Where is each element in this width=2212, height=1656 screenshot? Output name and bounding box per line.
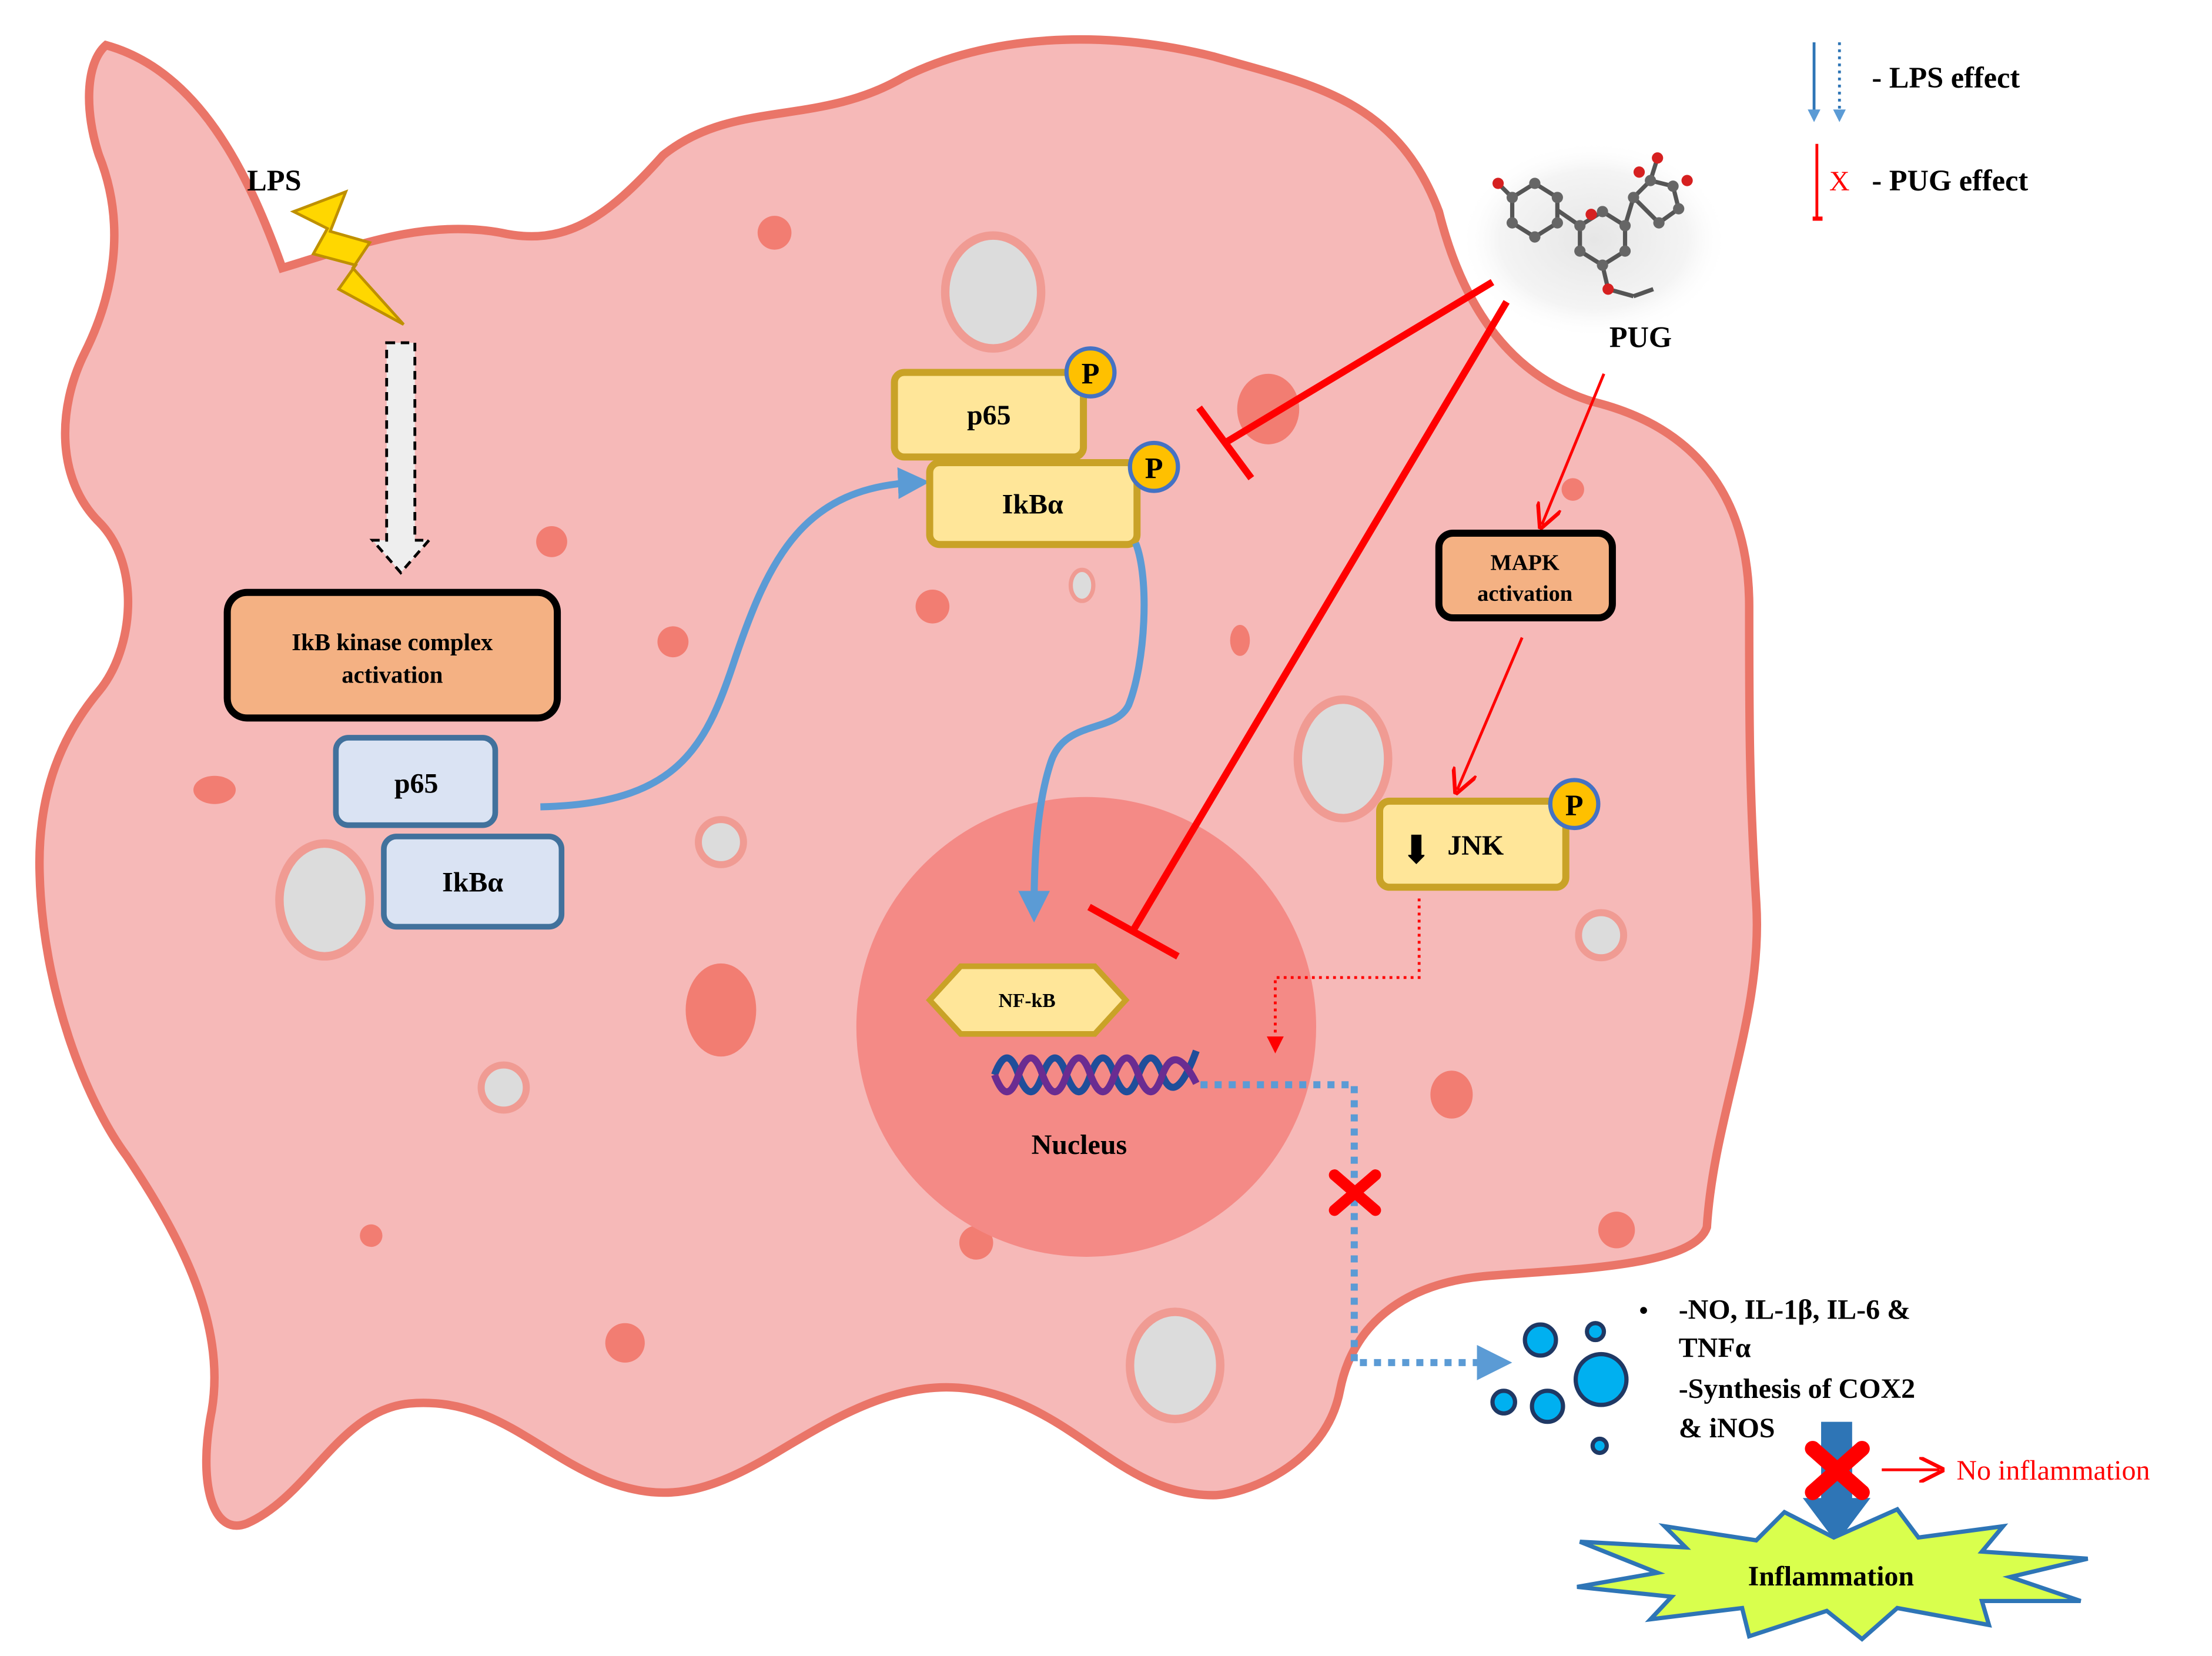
phospho-ikba-label: P xyxy=(1145,451,1163,484)
cytokine-bullet: • xyxy=(1639,1297,1648,1325)
translocation-arrow xyxy=(540,467,930,811)
mapk-line2: activation xyxy=(1477,581,1572,606)
mapk-line1: MAPK xyxy=(1491,550,1560,575)
dna-helix-icon xyxy=(991,1049,1200,1095)
mapk-box xyxy=(1435,530,1616,621)
phospho-ikba-icon xyxy=(1127,440,1180,493)
cytokine-release-arrow xyxy=(1200,1081,1512,1380)
synthesis-line2: & iNOS xyxy=(1679,1413,1775,1444)
inflammation-label: Inflammation xyxy=(1748,1561,1915,1592)
legend-lps-label: - LPS effect xyxy=(1872,61,2020,94)
p65-phosphorylated-box xyxy=(891,369,1087,461)
pug-inhibition-lines xyxy=(1087,279,1510,960)
inflammation-arrow xyxy=(1802,1421,1871,1544)
blocked-x-icon xyxy=(1328,1169,1381,1216)
cell-membrane xyxy=(35,35,1761,1530)
jnk-down-arrow-icon: ⬇ xyxy=(1400,828,1433,872)
pug-to-mapk-arrow xyxy=(1542,373,1605,525)
cytokine-bubbles xyxy=(1490,1321,1629,1456)
synthesis-line1: -Synthesis of COX2 xyxy=(1679,1373,1915,1404)
inflammation-burst xyxy=(1577,1506,2089,1642)
ikb-kinase-box xyxy=(223,588,561,722)
jnk-label: JNK xyxy=(1447,830,1504,861)
mapk-to-jnk-arrow xyxy=(1457,637,1524,790)
lightning-bolt-icon xyxy=(290,189,405,326)
p65-cytoplasm-box xyxy=(333,735,498,828)
ikba-cytoplasm-label: IkBα xyxy=(442,867,503,898)
p65-phosphorylated-label: p65 xyxy=(967,400,1011,431)
cytokines-line1: -NO, IL-1β, IL-6 & xyxy=(1679,1294,1910,1326)
legend-pug-mark: X xyxy=(1829,166,1850,197)
pug-molecule-icon xyxy=(1460,140,1728,339)
ikba-phosphorylated-box xyxy=(926,459,1141,548)
lps-label: LPS xyxy=(247,164,301,197)
ikb-kinase-line1: IkB kinase complex xyxy=(292,629,493,655)
nuclear-entry-arrow xyxy=(1018,541,1148,923)
legend: - LPS effect X - PUG effect xyxy=(1808,42,2028,221)
ikba-phosphorylated-label: IkBα xyxy=(1002,489,1063,520)
jnk-box xyxy=(1376,797,1570,891)
nfkb-hexagon xyxy=(926,963,1130,1037)
lps-activation-arrow xyxy=(369,341,433,575)
no-inflammation-label: No inflammation xyxy=(1956,1455,2150,1486)
p65-cytoplasm-label: p65 xyxy=(394,768,439,799)
phospho-jnk-icon xyxy=(1548,778,1601,831)
ikba-cytoplasm-box xyxy=(381,834,565,930)
blocked-inflammation-x-icon xyxy=(1805,1441,1870,1500)
cytokines-line2: TNFα xyxy=(1679,1332,1751,1363)
phospho-p65-icon xyxy=(1064,346,1117,399)
phospho-jnk-label: P xyxy=(1565,789,1584,822)
legend-pug-label: - PUG effect xyxy=(1872,164,2028,197)
nucleus-label: Nucleus xyxy=(1032,1129,1127,1160)
nfkb-label: NF-kB xyxy=(999,990,1056,1012)
phospho-p65-label: P xyxy=(1082,357,1100,390)
pug-label: PUG xyxy=(1609,320,1672,353)
ikb-kinase-line2: activation xyxy=(342,661,443,688)
